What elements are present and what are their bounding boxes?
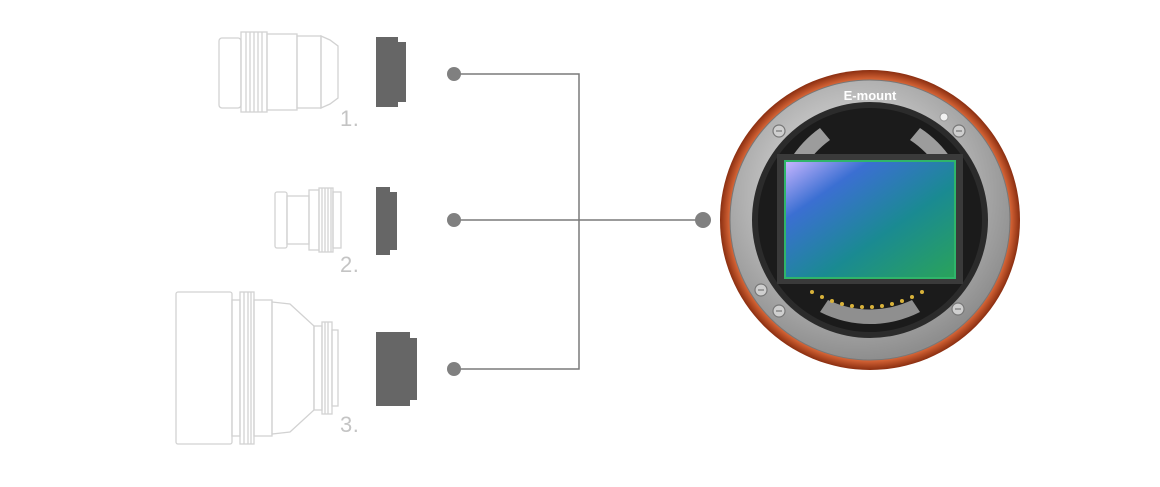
connector-dot-3 <box>447 362 461 376</box>
lens-2-label: 2. <box>340 252 360 277</box>
connector-dot-1 <box>447 67 461 81</box>
e-mount-illustration <box>720 70 1020 370</box>
sensor <box>785 161 955 278</box>
adapter-2-flange <box>390 192 397 250</box>
adapter-2-icon <box>376 187 390 255</box>
lens-1-icon <box>218 31 339 113</box>
connector-lines <box>454 73 702 370</box>
connector-dot-mount <box>695 212 711 228</box>
contact-pins <box>810 290 924 309</box>
lens-2-icon <box>274 187 342 253</box>
lens-3-label: 3. <box>340 412 360 437</box>
adapter-3-icon <box>376 332 410 406</box>
connector-dot-2 <box>447 213 461 227</box>
adapter-3-flange <box>410 338 417 400</box>
adapter-1-icon <box>376 37 398 107</box>
mount-label: E-mount <box>844 88 897 103</box>
lens-1-label: 1. <box>340 106 360 131</box>
adapter-1-flange <box>398 42 406 102</box>
lens-3-icon <box>175 291 339 445</box>
